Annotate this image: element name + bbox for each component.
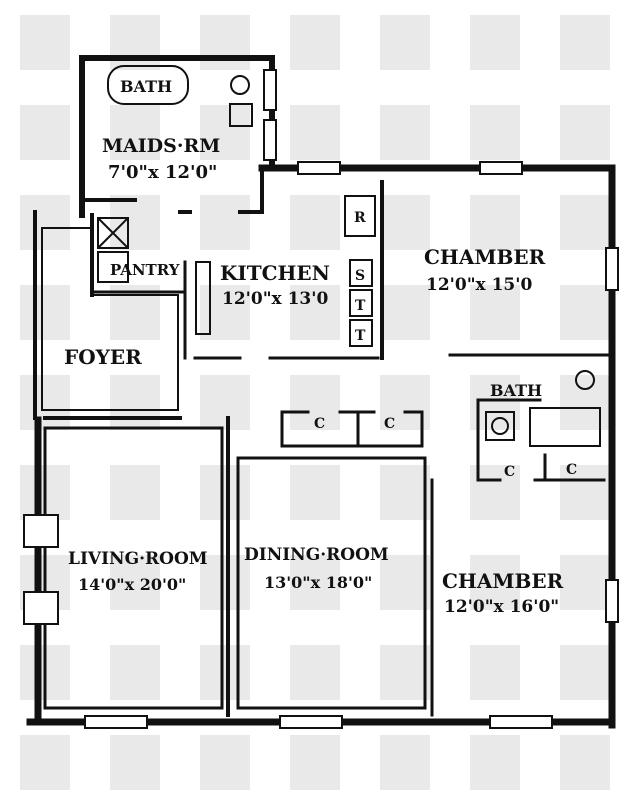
closet-label-4: C — [566, 462, 577, 478]
bathtub-icon — [107, 65, 189, 105]
watermark-tile — [380, 105, 430, 160]
watermark-tile — [560, 645, 610, 700]
watermark-tile — [380, 195, 430, 250]
watermark-tile — [290, 285, 340, 340]
living-room-size: 14'0"x 20'0" — [78, 575, 186, 594]
watermark-tile — [110, 555, 160, 610]
watermark-tile — [290, 105, 340, 160]
chamber-bottom-label: CHAMBER — [442, 569, 564, 593]
watermark-tile — [380, 735, 430, 790]
fixtures — [97, 65, 601, 447]
watermark-pattern — [20, 15, 610, 790]
watermark-tile — [20, 15, 70, 70]
watermark-tile — [290, 465, 340, 520]
watermark-tile — [380, 465, 430, 520]
chamber-top-label: CHAMBER — [424, 245, 546, 269]
watermark-tile — [110, 195, 160, 250]
watermark-tile — [470, 735, 520, 790]
watermark-tile — [110, 15, 160, 70]
watermark-tile — [470, 285, 520, 340]
windows — [23, 69, 619, 729]
watermark-tile — [20, 195, 70, 250]
chamber-top-size: 12'0"x 15'0 — [426, 275, 532, 295]
tub1-label: T — [355, 298, 366, 314]
watermark-tile — [200, 285, 250, 340]
watermark-tile — [110, 105, 160, 160]
maids-room-label: MAIDS·RM — [102, 135, 220, 157]
counter-icon-2 — [349, 319, 373, 347]
watermark-tile — [200, 645, 250, 700]
dining-room-size: 13'0"x 18'0" — [264, 573, 372, 592]
watermark-tile — [380, 645, 430, 700]
counter-icon — [349, 289, 373, 317]
watermark-tile — [290, 15, 340, 70]
foyer-label: FOYER — [64, 345, 142, 369]
watermark-tile — [20, 375, 70, 430]
watermark-tile — [470, 555, 520, 610]
watermark-tile — [290, 735, 340, 790]
watermark-tile — [110, 645, 160, 700]
watermark-tile — [560, 555, 610, 610]
watermark-tile — [200, 555, 250, 610]
watermark-tile — [470, 195, 520, 250]
room-labels: BATH MAIDS·RM 7'0"x 12'0" PANTRY KITCHEN… — [64, 77, 577, 617]
toilet-main-icon — [575, 370, 595, 390]
closet-label-3: C — [504, 464, 515, 480]
watermark-tile — [200, 375, 250, 430]
watermark-tile — [110, 375, 160, 430]
kitchen-size: 12'0"x 13'0 — [222, 289, 328, 309]
toilet-icon — [230, 75, 250, 95]
watermark-tile — [470, 105, 520, 160]
watermark-tile — [380, 555, 430, 610]
pantry-shelf-icon — [97, 251, 129, 283]
maids-room-size: 7'0"x 12'0" — [108, 162, 217, 183]
watermark-tile — [470, 15, 520, 70]
pantry-label: PANTRY — [110, 261, 180, 279]
watermark-tile — [200, 465, 250, 520]
watermark-tile — [560, 15, 610, 70]
watermark-tile — [200, 195, 250, 250]
watermark-tile — [110, 735, 160, 790]
sink-cabinet-icon — [349, 259, 373, 287]
dining-room-label: DINING·ROOM — [244, 545, 389, 565]
watermark-tile — [560, 195, 610, 250]
cabinet-icon — [97, 217, 129, 249]
watermark-tile — [20, 735, 70, 790]
watermark-tile — [20, 105, 70, 160]
watermark-tile — [560, 285, 610, 340]
sink-main-icon — [485, 411, 515, 441]
closet-label-2: C — [384, 416, 395, 432]
watermark-tile — [200, 105, 250, 160]
closet-label-1: C — [314, 416, 325, 432]
refrigerator-icon — [344, 195, 376, 237]
watermark-tile — [560, 105, 610, 160]
sink-icon — [229, 103, 253, 127]
watermark-tile — [290, 375, 340, 430]
watermark-tile — [560, 375, 610, 430]
refrigerator-label: R — [354, 210, 366, 226]
bath-main-label: BATH — [490, 381, 542, 400]
chamber-bottom-size: 12'0"x 16'0" — [444, 597, 559, 617]
watermark-tile — [290, 555, 340, 610]
watermark-tile — [380, 285, 430, 340]
bath-maids-label: BATH — [120, 77, 172, 96]
counter-left-icon — [195, 261, 211, 335]
watermark-tile — [560, 465, 610, 520]
watermark-tile — [200, 735, 250, 790]
watermark-tile — [110, 465, 160, 520]
watermark-tile — [290, 645, 340, 700]
watermark-tile — [200, 15, 250, 70]
tub2-label: T — [355, 328, 366, 344]
watermark-tile — [470, 645, 520, 700]
watermark-tile — [20, 285, 70, 340]
watermark-tile — [290, 195, 340, 250]
sink-label: S — [355, 268, 365, 284]
watermark-tile — [560, 735, 610, 790]
living-room-label: LIVING·ROOM — [68, 549, 208, 569]
bathtub-main-icon — [529, 407, 601, 447]
kitchen-label: KITCHEN — [220, 261, 330, 285]
watermark-tile — [380, 15, 430, 70]
